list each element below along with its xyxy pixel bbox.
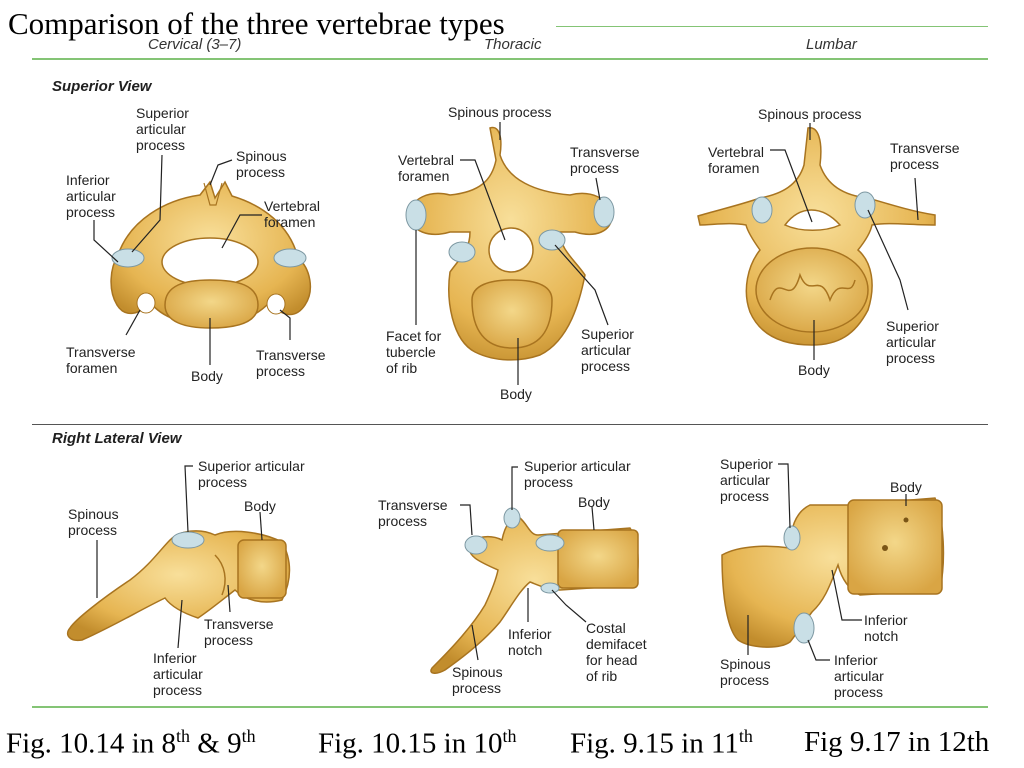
- column-header-cervical: Cervical (3–7): [148, 36, 242, 53]
- cervical-superior-vertebra: [110, 180, 312, 329]
- label-thoracic-lat-superior-articular: Superior articular process: [524, 458, 631, 490]
- label-thoracic-body: Body: [500, 386, 532, 402]
- label-thoracic-lat-body: Body: [578, 494, 610, 510]
- thoracic-superior-vertebra: [405, 126, 615, 361]
- label-thoracic-superior-articular: Superior articular process: [581, 326, 634, 374]
- label-cervical-lat-inferior-articular: Inferior articular process: [153, 650, 203, 698]
- label-cervical-inferior-articular: Inferior articular process: [66, 172, 116, 220]
- slide-title: Comparison of the three vertebrae types: [8, 6, 505, 41]
- label-lumbar-superior-articular: Superior articular process: [886, 318, 939, 366]
- top-green-rule: [32, 58, 988, 60]
- label-cervical-spinous: Spinous process: [236, 148, 287, 180]
- label-cervical-superior-articular: Superior articular process: [136, 105, 189, 153]
- lumbar-superior-vertebra: [697, 127, 936, 346]
- title-rule: [556, 26, 988, 27]
- cervical-lateral-vertebra: [66, 530, 291, 642]
- label-thoracic-transverse: Transverse process: [570, 144, 640, 176]
- label-thoracic-lat-inferior-notch: Inferior notch: [508, 626, 552, 658]
- superior-view-heading: Superior View: [52, 78, 152, 95]
- lateral-view-heading: Right Lateral View: [52, 430, 182, 447]
- label-cervical-lat-body: Body: [244, 498, 276, 514]
- label-cervical-transverse-foramen: Transverse foramen: [66, 344, 136, 376]
- caption-edition-10: Fig. 10.15 in 10th: [318, 726, 517, 760]
- label-lumbar-vertebral-foramen: Vertebral foramen: [708, 144, 765, 176]
- label-lumbar-body: Body: [798, 362, 830, 378]
- label-lumbar-lat-body: Body: [890, 479, 922, 495]
- caption-edition-8-9: Fig. 10.14 in 8th & 9th: [6, 726, 256, 760]
- label-cervical-transverse: Transverse process: [256, 347, 326, 379]
- label-lumbar-lat-inferior-articular: Inferior articular process: [834, 652, 884, 700]
- label-lumbar-lat-spinous: Spinous process: [720, 656, 771, 688]
- bottom-green-rule: [32, 706, 988, 708]
- label-lumbar-lat-superior-articular: Superior articular process: [720, 456, 773, 504]
- label-cervical-lat-spinous: Spinous process: [68, 506, 119, 538]
- label-thoracic-lat-transverse: Transverse process: [378, 497, 448, 529]
- label-lumbar-transverse: Transverse process: [890, 140, 960, 172]
- label-lumbar-lat-inferior-notch: Inferior notch: [864, 612, 908, 644]
- label-thoracic-lat-costal: Costal demifacet for head of rib: [586, 620, 647, 684]
- column-header-lumbar: Lumbar: [806, 36, 857, 53]
- label-cervical-lat-superior-articular: Superior articular process: [198, 458, 305, 490]
- label-cervical-lat-transverse: Transverse process: [204, 616, 274, 648]
- label-cervical-body: Body: [191, 368, 223, 384]
- label-thoracic-facet: Facet for tubercle of rib: [386, 328, 442, 376]
- caption-edition-11: Fig. 9.15 in 11th: [570, 726, 753, 760]
- label-thoracic-lat-spinous: Spinous process: [452, 664, 503, 696]
- leader-lines: [93, 122, 919, 661]
- label-lumbar-spinous: Spinous process: [758, 106, 862, 122]
- view-divider: [32, 424, 988, 425]
- caption-edition-12: Fig 9.17 in 12th: [804, 726, 990, 758]
- thoracic-lateral-vertebra: [430, 507, 639, 674]
- label-thoracic-spinous: Spinous process: [448, 104, 552, 120]
- label-thoracic-vertebral-foramen: Vertebral foramen: [398, 152, 455, 184]
- column-header-thoracic: Thoracic: [484, 36, 542, 53]
- label-cervical-vertebral-foramen: Vertebral foramen: [264, 198, 321, 230]
